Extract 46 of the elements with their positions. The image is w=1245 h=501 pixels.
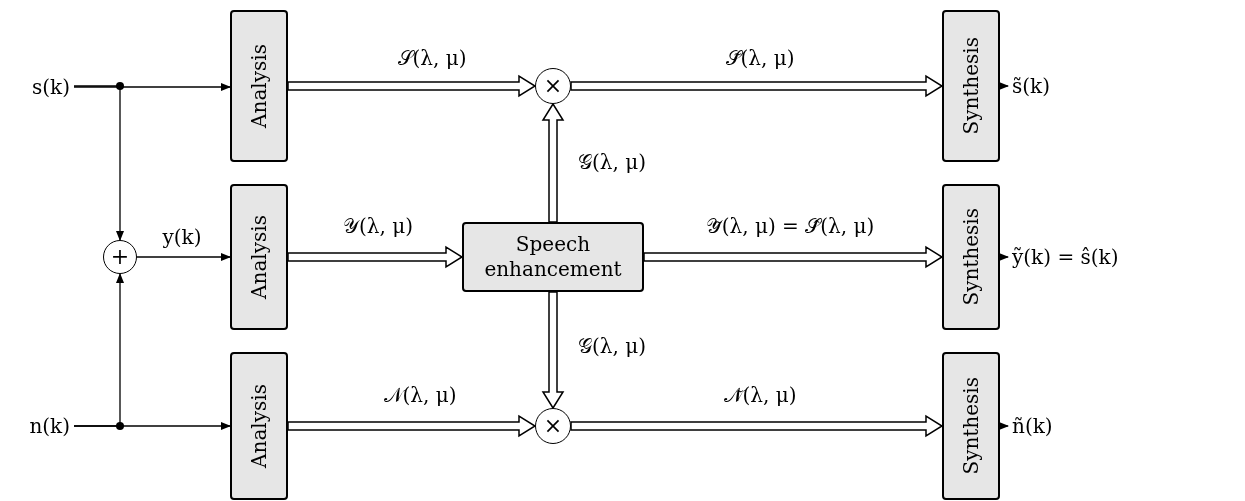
block-label: Analysis: [246, 44, 272, 128]
arrow: [999, 253, 1009, 261]
double-arrow: [287, 414, 537, 438]
block-label: Analysis: [246, 215, 272, 299]
double-arrow: [643, 245, 944, 269]
signal-label: s(k): [14, 72, 70, 102]
filter-bank-block: [942, 352, 1000, 500]
double-arrow: [287, 245, 464, 269]
arrow: [999, 422, 1009, 430]
arrow: [73, 273, 124, 427]
edge-label: 𝒢(λ, μ): [577, 149, 647, 176]
double-arrow: [541, 102, 565, 223]
filter-bank-block: [230, 184, 288, 330]
signal-label: ñ(k): [1012, 411, 1076, 441]
block-label: Analysis: [246, 384, 272, 468]
edge-label: 𝒴(λ, μ): [342, 213, 414, 240]
arrow: [999, 82, 1009, 90]
signal-label: ỹ(k) = ŝ(k): [1012, 242, 1244, 272]
block-label: Speech enhancement: [483, 232, 623, 282]
edge-label: 𝒴̃(λ, μ) = 𝒮̂(λ, μ): [704, 213, 876, 240]
filter-bank-block: [942, 10, 1000, 162]
operator-symbol: ×: [543, 75, 563, 97]
block-label: Synthesis: [958, 377, 984, 475]
edge-label: 𝒢(λ, μ): [577, 333, 647, 360]
edge-label: y(k): [161, 224, 203, 251]
operator-symbol: ×: [543, 415, 563, 437]
filter-bank-block: [230, 352, 288, 500]
arrow: [73, 83, 231, 91]
block-label: Synthesis: [958, 37, 984, 135]
filter-bank-block: [942, 184, 1000, 330]
edge-label: 𝒩(λ, μ): [382, 382, 458, 409]
block-label: Synthesis: [958, 208, 984, 306]
arrow: [73, 85, 124, 241]
double-arrow: [570, 414, 944, 438]
arrow: [136, 253, 231, 261]
edge-label: 𝒩̃(λ, μ): [722, 382, 798, 409]
edge-label: 𝒮(λ, μ): [396, 45, 468, 72]
double-arrow: [570, 74, 944, 98]
double-arrow: [287, 74, 537, 98]
edge-label: 𝒮̃(λ, μ): [724, 45, 796, 72]
filter-bank-block: [230, 10, 288, 162]
double-arrow: [541, 291, 565, 410]
operator-symbol: +: [110, 246, 130, 268]
signal-label: n(k): [14, 411, 70, 441]
process-box: [462, 222, 644, 292]
signal-label: s̃(k): [1012, 71, 1076, 101]
